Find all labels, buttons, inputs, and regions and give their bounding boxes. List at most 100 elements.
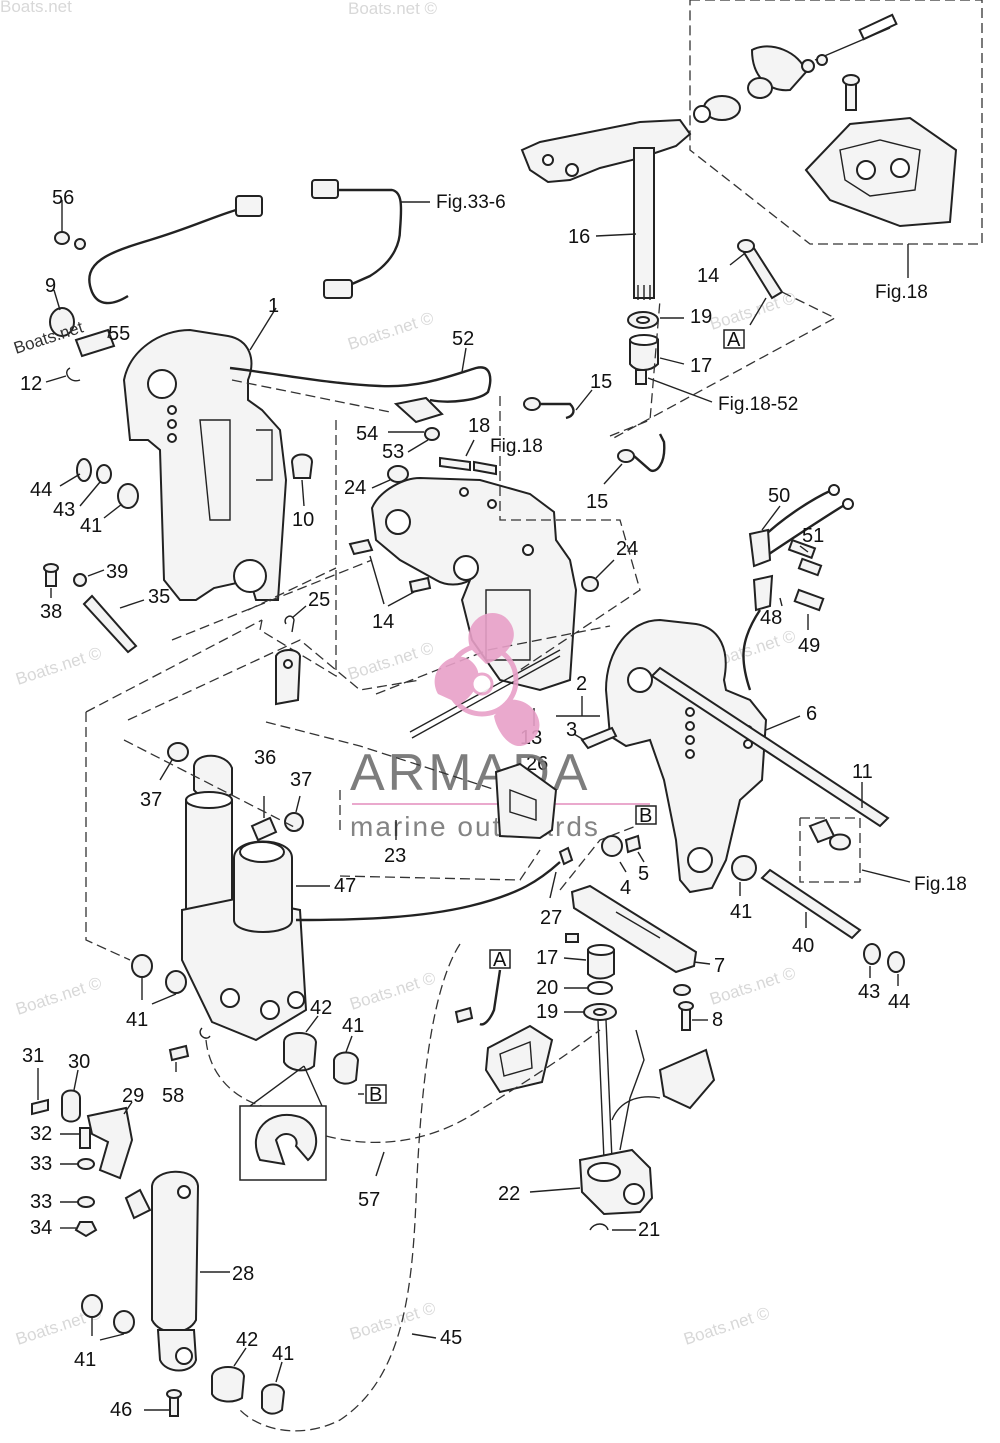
- fig18-ref-label-right: Fig.18: [914, 874, 967, 895]
- part-label-32: 32: [30, 1123, 52, 1145]
- wire-52: 52 54 53: [229, 328, 492, 463]
- part-label-3: 3: [566, 719, 577, 741]
- part-label-14b: 14: [372, 611, 394, 633]
- clamp-bracket-right: 6 50 51 48 49 11 Fig.18 41 4: [604, 484, 967, 1013]
- fig18-52-ref-label: Fig.18-52: [718, 394, 798, 415]
- part-label-31: 31: [22, 1045, 44, 1067]
- part-label-45: 45: [440, 1327, 462, 1349]
- part-label-33: 33: [30, 1153, 52, 1175]
- watermark: Boats.net ©: [345, 638, 436, 684]
- plate-7: [570, 884, 698, 974]
- bracket-lower-a: A: [454, 949, 554, 1094]
- part-label-49: 49: [798, 635, 820, 657]
- part-label-40: 40: [792, 935, 814, 957]
- steering-arm-assembly: 16 19 17 Fig.18-52: [520, 118, 798, 415]
- fig18-inset: Fig.18: [689, 0, 983, 303]
- housing-22: [578, 1148, 654, 1216]
- steering-arm: [520, 118, 692, 184]
- part-label-41b: 41: [730, 901, 752, 923]
- part-label-7: 7: [714, 955, 725, 977]
- part-label-1: 1: [268, 295, 279, 317]
- part-label-4: 4: [620, 877, 631, 899]
- part-label-17: 17: [690, 355, 712, 377]
- watermark-dark: Boats.net: [11, 317, 85, 357]
- trim-motor-47: 37 36 37 47 41 42 41: [126, 742, 561, 1107]
- part-label-34: 34: [30, 1217, 52, 1239]
- part-label-41f: 41: [272, 1343, 294, 1365]
- callout-box-b-lower: B: [369, 1084, 382, 1106]
- watermark: Boats.net ©: [345, 308, 436, 354]
- guide-lines: [85, 299, 661, 961]
- part-label-57: 57: [358, 1189, 380, 1211]
- watermark: Boats.net ©: [13, 973, 104, 1019]
- part-label-44: 44: [30, 479, 52, 501]
- small-parts-29-34: 31 30 29 32 33 33 34: [22, 1045, 144, 1239]
- part-label-53: 53: [382, 441, 404, 463]
- part-label-47: 47: [334, 875, 356, 897]
- plate-7-group: 7 17 20 19 8: [536, 884, 725, 1161]
- plate-23-27: 23 27: [265, 721, 574, 929]
- part-label-5: 5: [638, 863, 649, 885]
- part-label-58: 58: [162, 1085, 184, 1107]
- part-label-37b: 37: [290, 769, 312, 791]
- part-label-33b: 33: [30, 1191, 52, 1213]
- watermark: Boats.net ©: [707, 288, 798, 334]
- part-label-11: 11: [852, 761, 873, 783]
- part-label-12: 12: [20, 373, 42, 395]
- part-label-38: 38: [40, 601, 62, 623]
- clamp-bracket-left: 1 10 44 43 41 38 39 35: [30, 295, 314, 654]
- armada-logo: ARMADA marine outboards: [350, 613, 650, 842]
- part-label-48: 48: [760, 607, 782, 629]
- part-label-19b: 19: [536, 1001, 558, 1023]
- detail-inset: 57: [205, 1029, 601, 1211]
- part-label-24: 24: [344, 477, 366, 499]
- clamp-casting: [804, 116, 958, 228]
- part-label-16: 16: [568, 226, 590, 248]
- logo-blade: [468, 613, 514, 664]
- part-label-44b: 44: [888, 991, 910, 1013]
- callout-box-a-lower: A: [493, 949, 507, 971]
- part-label-51: 51: [802, 525, 824, 547]
- tilt-cylinder-28: 28 41 42 41 46 45: [74, 943, 462, 1432]
- steering-housing-22: 22 21: [498, 1029, 716, 1241]
- part-label-17b: 17: [536, 947, 558, 969]
- callout-box-b: B: [639, 805, 652, 827]
- part-label-41e: 41: [74, 1349, 96, 1371]
- part-label-41: 41: [80, 515, 102, 537]
- part-label-26: 26: [526, 753, 548, 775]
- swivel-bracket-body: [370, 476, 578, 692]
- callout-box-a: A: [727, 329, 741, 351]
- part-label-20: 20: [536, 977, 558, 999]
- part-label-2: 2: [576, 673, 587, 695]
- part-label-55: 55: [108, 323, 130, 345]
- part-label-21: 21: [638, 1219, 660, 1241]
- part-label-29: 29: [122, 1085, 144, 1107]
- stopper-group: 2 3 B 4 5: [556, 673, 657, 899]
- part-label-27: 27: [540, 907, 562, 929]
- brand-tagline: marine outboards: [350, 811, 600, 842]
- part-label-19: 19: [690, 306, 712, 328]
- watermark: Boats.net ©: [13, 643, 104, 689]
- part-label-36: 36: [254, 747, 276, 769]
- part-label-8: 8: [712, 1009, 723, 1031]
- harness-fig33-6: Fig.33-6: [311, 179, 506, 299]
- part-label-37: 37: [140, 789, 162, 811]
- part-label-15: 15: [590, 371, 612, 393]
- part-label-43b: 43: [858, 981, 880, 1003]
- part-label-23: 23: [384, 845, 406, 867]
- part-label-18: 18: [468, 415, 490, 437]
- part-label-42b: 42: [236, 1329, 258, 1351]
- part-label-22: 22: [498, 1183, 520, 1205]
- part-label-41d: 41: [342, 1015, 364, 1037]
- watermark: Boats.net ©: [347, 1298, 438, 1344]
- screws-15-18: 18 Fig.18 15 15: [439, 371, 666, 513]
- part-label-46: 46: [110, 1399, 132, 1421]
- part-label-35: 35: [148, 586, 170, 608]
- part-label-54: 54: [356, 423, 378, 445]
- swivel-bracket: 24 24 14: [259, 396, 641, 695]
- part-label-41c: 41: [126, 1009, 148, 1031]
- part-label-25: 25: [308, 589, 330, 611]
- fig18-ref-label-mid: Fig.18: [490, 436, 543, 457]
- part-label-56: 56: [52, 187, 74, 209]
